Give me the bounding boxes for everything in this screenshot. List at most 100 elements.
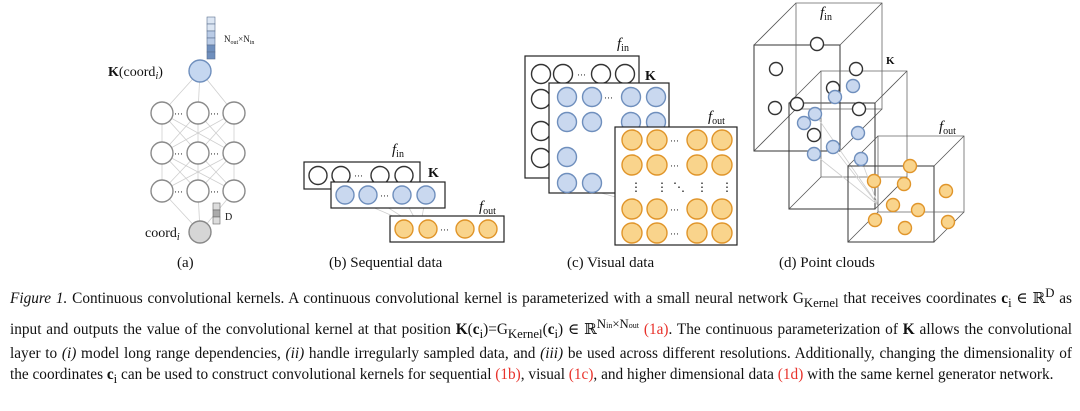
fout-label-c-sub: out (712, 116, 725, 127)
vdots: ⋮ (630, 180, 642, 194)
kernel-point (853, 151, 869, 167)
ref-1b[interactable]: (1b) (495, 366, 521, 384)
output-node (711, 129, 733, 151)
output-node (646, 154, 668, 176)
output-dim-label: Nout×Nin (224, 34, 254, 46)
input-vector-cell (212, 202, 221, 211)
fout-label-d: fout (939, 119, 956, 137)
input-cube-edge (753, 2, 797, 46)
output-vector-cell (206, 30, 216, 39)
dots: ··· (210, 149, 219, 159)
kernel-node (556, 86, 578, 108)
ref-1c[interactable]: (1c) (568, 366, 594, 384)
output-cube-edge (847, 135, 879, 167)
input-cube-edge (839, 2, 883, 46)
input-point (768, 61, 784, 77)
dots: ··· (577, 70, 586, 80)
fout-label-c: fout (708, 109, 725, 127)
kernel-node (416, 185, 436, 205)
input-point (806, 127, 822, 143)
output-node (686, 198, 708, 220)
kernel-node (556, 111, 578, 133)
output-point (938, 183, 954, 199)
dots: ··· (670, 229, 679, 239)
dots: ··· (670, 136, 679, 146)
kernel-cube-edge (874, 70, 908, 104)
subfigure-label-a: (a) (177, 255, 194, 271)
kernel-node (392, 185, 412, 205)
sub: in (250, 40, 255, 46)
kernel-node (335, 185, 355, 205)
input-cube-edge (753, 108, 797, 152)
input-node (590, 63, 612, 85)
dots: ··· (210, 109, 219, 119)
output-point (866, 173, 882, 189)
caption-lead: Figure 1. (10, 290, 68, 308)
input-node (308, 165, 328, 186)
mlp-hidden-node (222, 141, 246, 165)
fin-label-d-sub: in (824, 12, 832, 23)
kernel-point (850, 125, 866, 141)
output-node (394, 219, 414, 239)
kernel-node (645, 86, 667, 108)
kernel-edge (832, 146, 879, 206)
kernel-node (556, 146, 578, 168)
output-cube-edge (933, 135, 965, 167)
output-point (867, 212, 883, 228)
mlp-edge (161, 112, 235, 154)
input-point (767, 100, 783, 116)
mlp-hidden-node (186, 101, 210, 125)
output-node (188, 59, 212, 83)
coord-label: coordi (145, 226, 180, 243)
sub: i (155, 71, 158, 82)
kernel-node (620, 86, 642, 108)
input-dim-label: D (225, 212, 232, 223)
k-label-c: K (645, 69, 656, 84)
ref-1a[interactable]: (1a) (643, 320, 669, 338)
end: ) (158, 65, 163, 80)
fout-label-d-sub: out (943, 126, 956, 137)
mlp-hidden-node (150, 101, 174, 125)
dots: ··· (440, 225, 449, 235)
figure-caption: Figure 1. Continuous convolutional kerne… (10, 286, 1073, 387)
fout-label-b-sub: out (483, 206, 496, 217)
input-point (789, 96, 805, 112)
output-node (418, 219, 438, 239)
kernel-node (581, 172, 603, 194)
output-point (940, 214, 956, 230)
output-vector-cell (206, 23, 216, 32)
output-vector-cell (206, 51, 216, 60)
output-node (646, 198, 668, 220)
output-node (621, 129, 643, 151)
dots: ··· (354, 171, 363, 181)
input-node (530, 63, 552, 85)
output-node (621, 198, 643, 220)
input-node (530, 120, 552, 142)
ref-1d[interactable]: (1d) (777, 366, 804, 384)
output-node (621, 222, 643, 244)
input-node (530, 147, 552, 169)
output-node (711, 222, 733, 244)
kernel-node (581, 86, 603, 108)
sub: i (177, 232, 180, 243)
output-node (646, 129, 668, 151)
mlp-hidden-node (150, 179, 174, 203)
dots: ··· (670, 205, 679, 215)
kernel-node (358, 185, 378, 205)
vdots: ⋮ (656, 180, 668, 194)
fout-label-b: fout (479, 199, 496, 217)
kernel-point (796, 115, 812, 131)
input-vector-cell (212, 209, 221, 218)
kernel-node-label: K(coordi) (108, 65, 163, 82)
sub: out (231, 40, 239, 46)
output-vector-cell (206, 37, 216, 46)
output-point (902, 158, 918, 174)
input-node (530, 88, 552, 110)
vdots: ⋮ (696, 180, 708, 194)
input-node (552, 63, 574, 85)
output-node (686, 154, 708, 176)
fin-label-d: fin (820, 5, 832, 23)
input-point (848, 61, 864, 77)
dots: ··· (604, 93, 613, 103)
